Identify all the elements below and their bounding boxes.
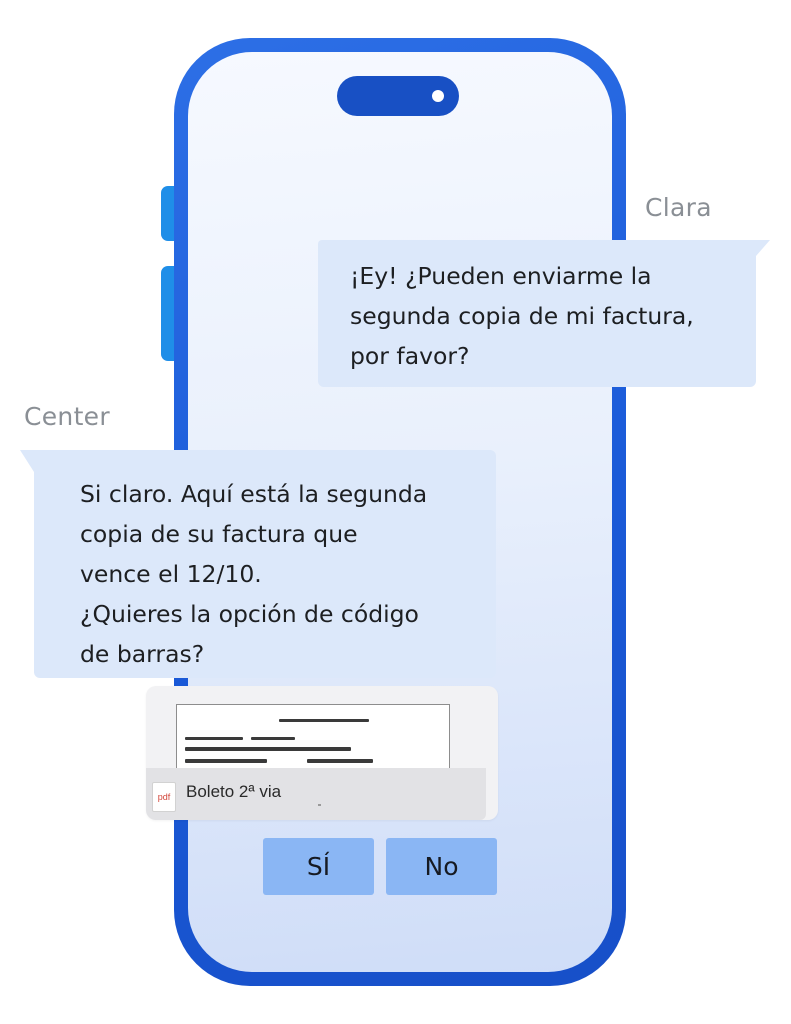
phone-side-button-upper bbox=[161, 186, 175, 241]
message-line: ¡Ey! ¿Pueden enviarme la bbox=[350, 262, 652, 290]
doc-preview-line bbox=[251, 737, 295, 740]
document-preview bbox=[176, 704, 450, 775]
doc-preview-line bbox=[185, 737, 243, 740]
doc-preview-line bbox=[307, 759, 373, 763]
message-bubble-contact: ¡Ey! ¿Pueden enviarme la segunda copia d… bbox=[318, 240, 770, 387]
attachment-file-name: Boleto 2ª via bbox=[186, 782, 282, 801]
message-line: copia de su factura que bbox=[80, 520, 358, 548]
bubble-tail bbox=[756, 240, 770, 256]
message-line: segunda copia de mi factura, bbox=[350, 302, 694, 330]
message-bubble-agent: Si claro. Aquí está la segunda copia de … bbox=[20, 450, 496, 678]
sender-label-agent: Center bbox=[24, 402, 110, 431]
bubble-tail bbox=[20, 450, 34, 472]
message-line: vence el 12/10. bbox=[80, 560, 262, 588]
camera-icon bbox=[432, 90, 444, 102]
doc-preview-line bbox=[185, 747, 351, 751]
message-text: ¡Ey! ¿Pueden enviarme la segunda copia d… bbox=[350, 256, 745, 376]
message-line: ¿Quieres la opción de código bbox=[80, 600, 419, 628]
message-text: Si claro. Aquí está la segunda copia de … bbox=[80, 474, 480, 674]
attachment-bar[interactable]: pdf Boleto 2ª via bbox=[146, 768, 486, 820]
message-line: de barras? bbox=[80, 640, 205, 668]
message-line: por favor? bbox=[350, 342, 470, 370]
sender-label-contact: Clara bbox=[645, 193, 712, 222]
phone-side-button-lower bbox=[161, 266, 175, 361]
no-button[interactable]: No bbox=[386, 838, 497, 895]
attachment-divider bbox=[318, 804, 321, 806]
file-attachment[interactable]: pdf Boleto 2ª via bbox=[146, 686, 498, 820]
doc-preview-line bbox=[185, 759, 267, 763]
pdf-file-icon: pdf bbox=[152, 782, 176, 812]
message-line: Si claro. Aquí está la segunda bbox=[80, 480, 428, 508]
doc-preview-line bbox=[279, 719, 369, 722]
yes-button[interactable]: SÍ bbox=[263, 838, 374, 895]
